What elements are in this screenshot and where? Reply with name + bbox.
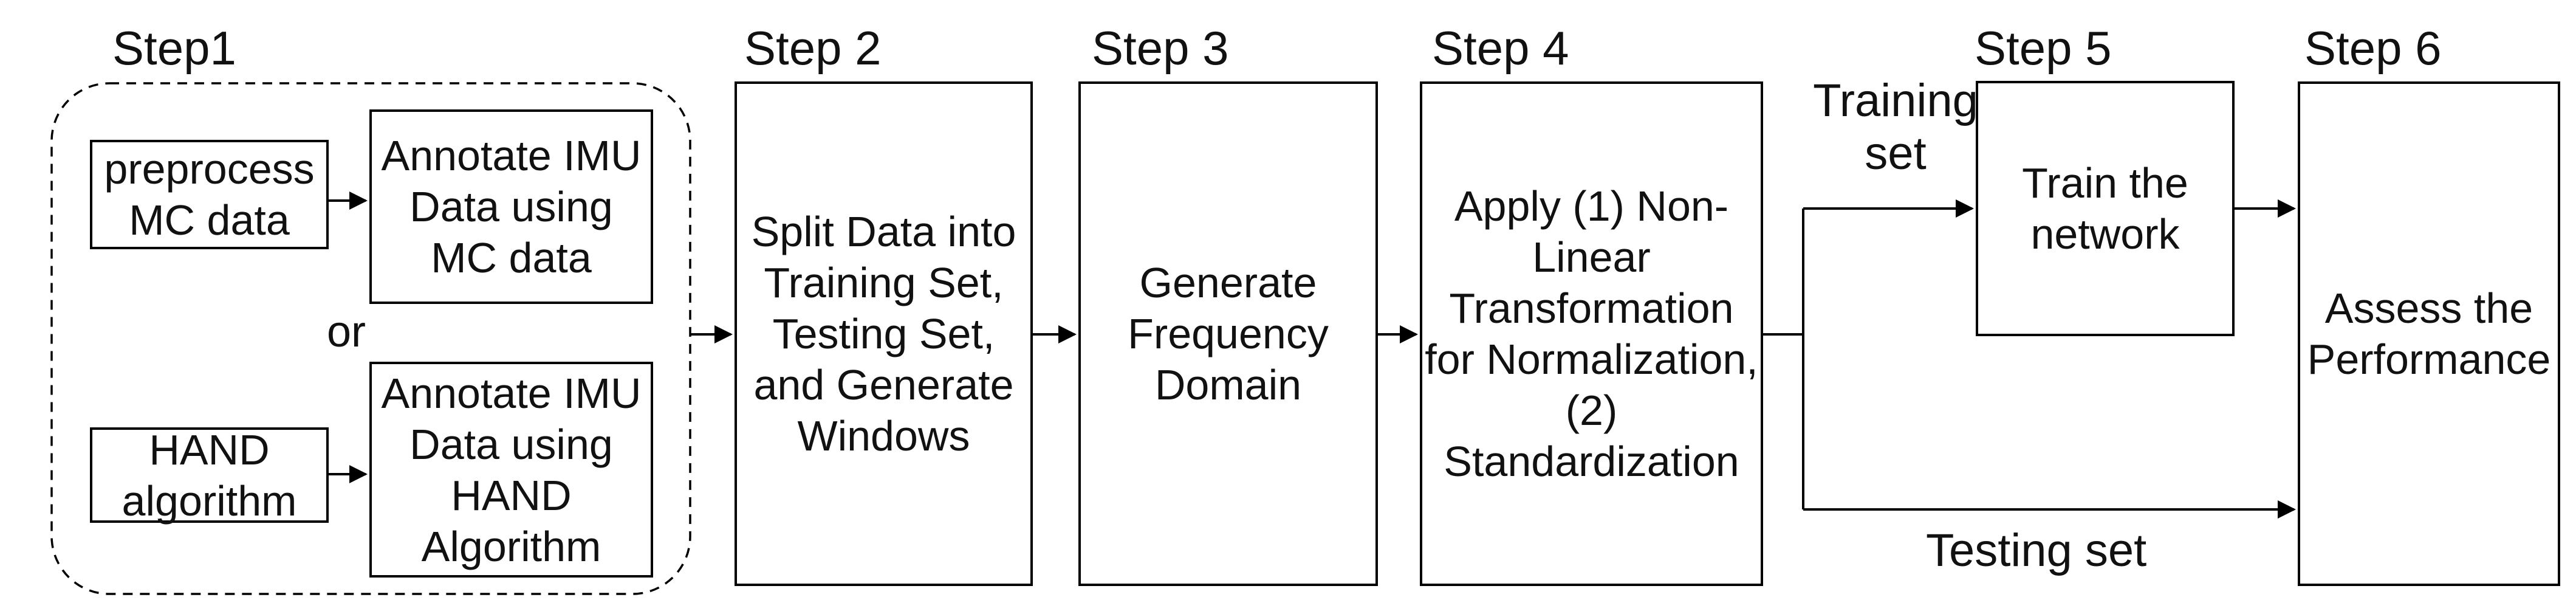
annotate-imu-hand-box: Annotate IMU Data using HAND Algorithm bbox=[369, 362, 653, 578]
hand-algorithm-box: HAND algorithm bbox=[90, 426, 329, 525]
step1-dashed-container bbox=[50, 82, 691, 595]
train-network-text: Train the network bbox=[2022, 159, 2188, 258]
annotate-imu-hand-text: Annotate IMU Data using HAND Algorithm bbox=[381, 369, 642, 570]
step2-label: Step 2 bbox=[744, 21, 882, 75]
hand-algorithm-text: HAND algorithm bbox=[122, 426, 297, 525]
train-network-box: Train the network bbox=[1976, 81, 2235, 336]
generate-frequency-domain-text: Generate Frequency Domain bbox=[1128, 259, 1329, 409]
step5-label: Step 5 bbox=[1975, 21, 2112, 75]
split-data-text: Split Data into Training Set, Testing Se… bbox=[751, 208, 1016, 460]
step1-label: Step1 bbox=[112, 21, 236, 75]
generate-frequency-domain-box: Generate Frequency Domain bbox=[1078, 81, 1378, 586]
normalization-standardization-text: Apply (1) Non- Linear Transformation for… bbox=[1425, 182, 1758, 485]
or-label: or bbox=[326, 308, 366, 356]
training-set-label: Training set bbox=[1813, 75, 1978, 180]
testing-set-label: Testing set bbox=[1926, 525, 2147, 576]
assess-performance-text: Assess the Performance bbox=[2307, 285, 2551, 383]
split-data-box: Split Data into Training Set, Testing Se… bbox=[735, 81, 1033, 586]
assess-performance-box: Assess the Performance bbox=[2298, 81, 2560, 586]
step6-label: Step 6 bbox=[2304, 21, 2442, 75]
preprocess-mc-data-text: preprocess MC data bbox=[104, 145, 315, 244]
connector-step4-branch bbox=[1762, 209, 1804, 509]
annotate-imu-mc-text: Annotate IMU Data using MC data bbox=[381, 132, 642, 281]
annotate-imu-mc-box: Annotate IMU Data using MC data bbox=[369, 109, 653, 304]
step4-label: Step 4 bbox=[1432, 21, 1569, 75]
normalization-standardization-box: Apply (1) Non- Linear Transformation for… bbox=[1420, 81, 1763, 586]
preprocess-mc-data-box: preprocess MC data bbox=[90, 140, 329, 249]
step3-label: Step 3 bbox=[1092, 21, 1229, 75]
